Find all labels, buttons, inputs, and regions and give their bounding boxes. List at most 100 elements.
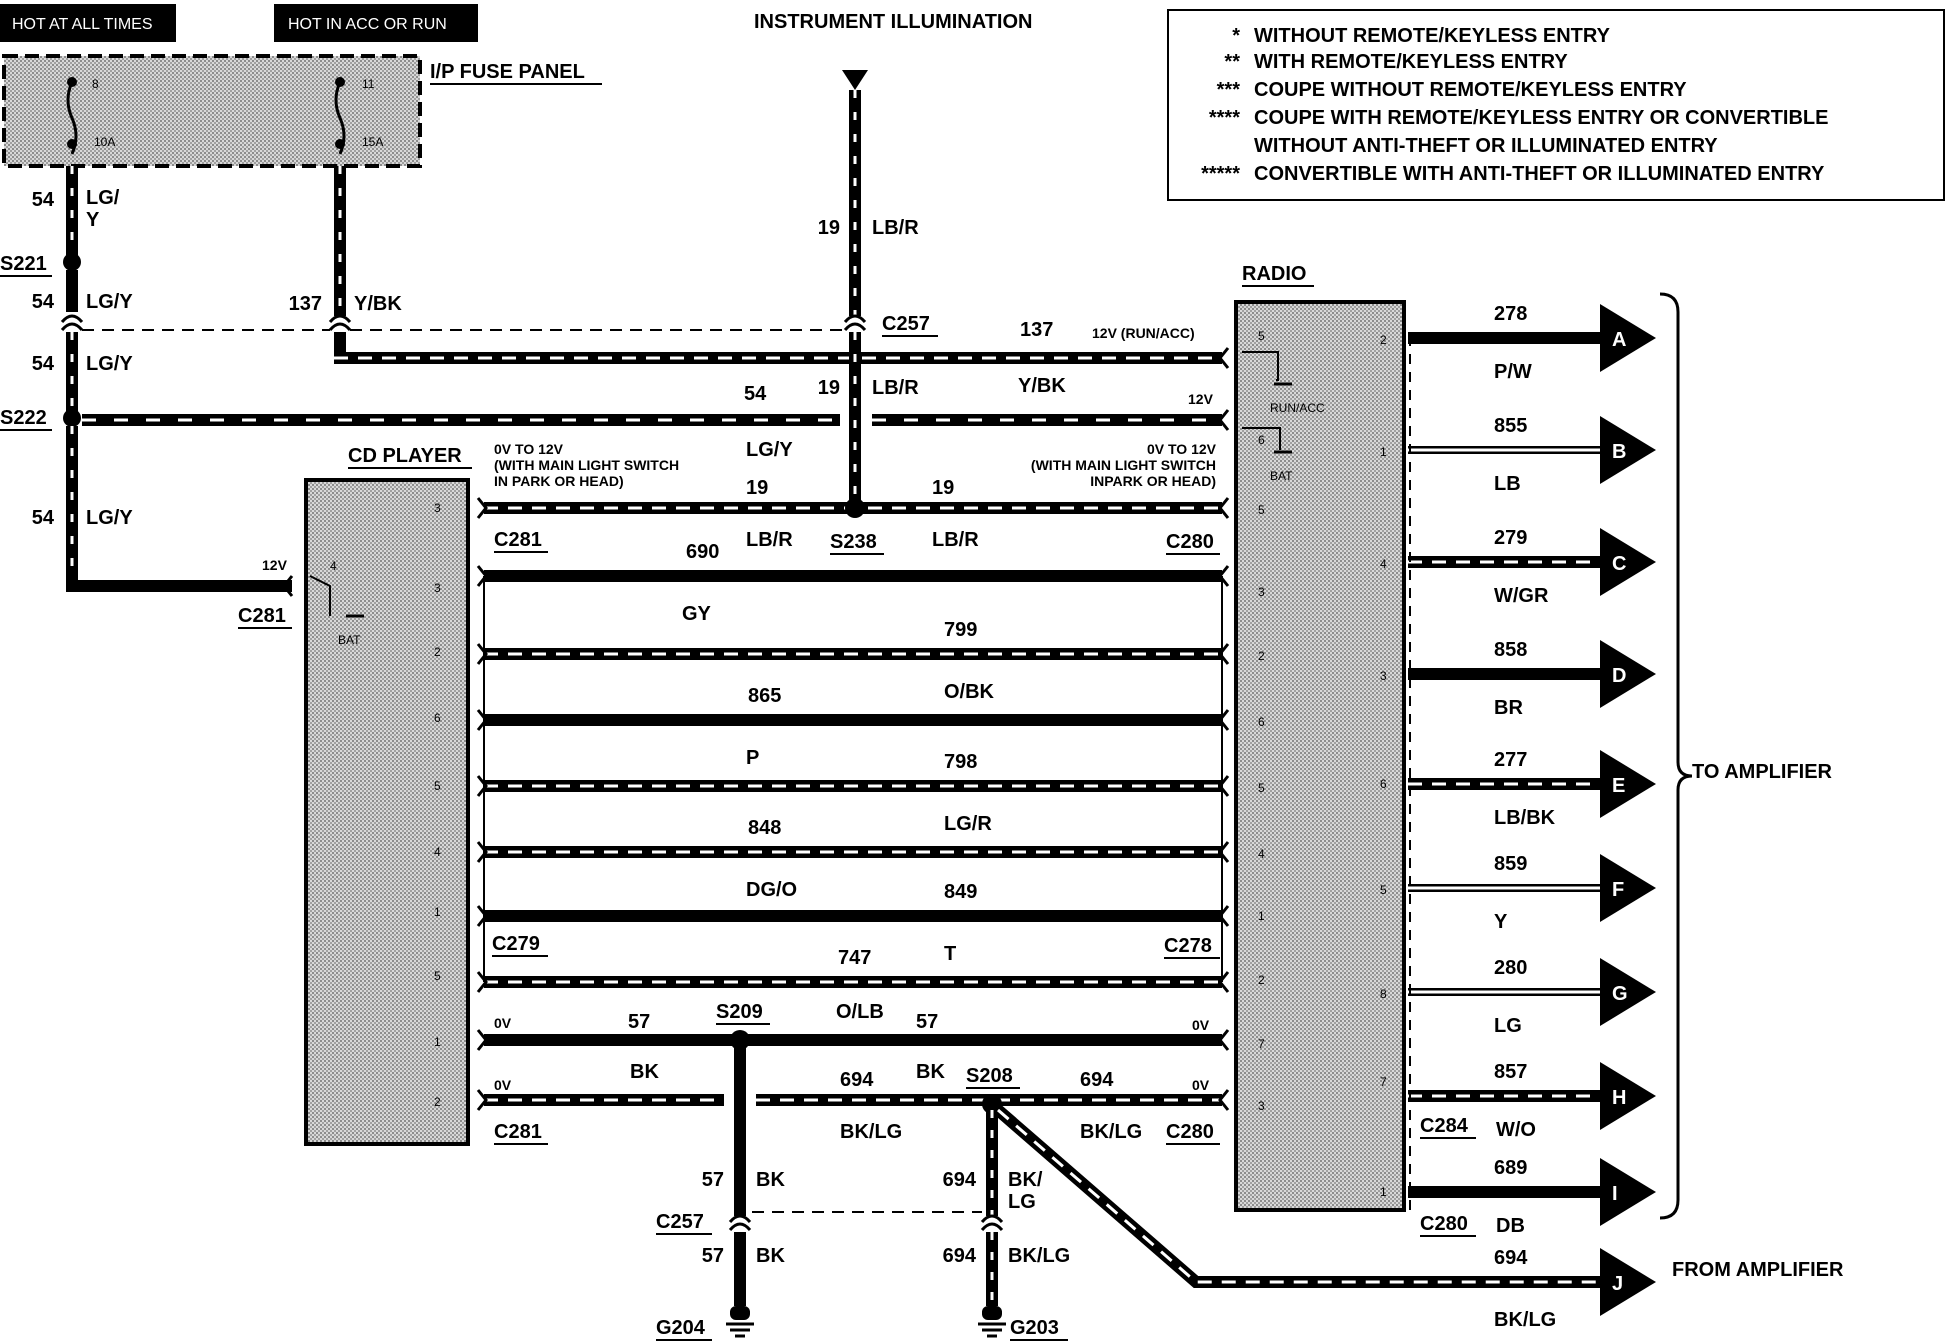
ground-g203: G203 xyxy=(1010,1317,1059,1339)
output-color: LB xyxy=(1494,473,1521,495)
output-letter: E xyxy=(1612,775,1625,797)
cd-player-title: CD PLAYER xyxy=(348,445,462,467)
svg-text:19: 19 xyxy=(818,217,840,239)
svg-text:3: 3 xyxy=(1380,669,1387,683)
harness-circuit-label: 849 xyxy=(944,881,977,903)
output-color: W/O xyxy=(1496,1119,1536,1141)
output-letter: G xyxy=(1612,983,1628,1005)
svg-text:(WITH MAIN LIGHT SWITCH: (WITH MAIN LIGHT SWITCH xyxy=(1031,457,1216,473)
svg-text:COUPE WITHOUT REMOTE/KEYLESS E: COUPE WITHOUT REMOTE/KEYLESS ENTRY xyxy=(1254,79,1687,101)
svg-text:8: 8 xyxy=(1380,987,1387,1001)
svg-text:LB/R: LB/R xyxy=(932,529,979,551)
svg-text:COUPE WITH REMOTE/KEYLESS ENTR: COUPE WITH REMOTE/KEYLESS ENTRY OR CONVE… xyxy=(1254,107,1829,129)
svg-text:19: 19 xyxy=(746,477,768,499)
output-arrow-icon xyxy=(1600,1158,1656,1226)
ip-fuse-panel: I/P FUSE PANEL 8 10A 11 15A xyxy=(2,54,602,168)
svg-text:CONVERTIBLE WITH ANTI-THEFT OR: CONVERTIBLE WITH ANTI-THEFT OR ILLUMINAT… xyxy=(1254,163,1825,185)
svg-text:WITH REMOTE/KEYLESS ENTRY: WITH REMOTE/KEYLESS ENTRY xyxy=(1254,51,1568,73)
svg-text:LB/R: LB/R xyxy=(872,377,919,399)
svg-text:*: * xyxy=(1232,25,1240,47)
output-circuit: 859 xyxy=(1494,853,1527,875)
svg-text:BK: BK xyxy=(756,1245,785,1267)
harness-circuit-label: 747 xyxy=(838,947,871,969)
fuse-11: 11 15A xyxy=(334,77,383,155)
svg-text:Y/BK: Y/BK xyxy=(354,293,402,315)
svg-text:Y/BK: Y/BK xyxy=(1018,375,1066,397)
output-circuit: 280 xyxy=(1494,957,1527,979)
svg-text:19: 19 xyxy=(818,377,840,399)
to-amplifier-label: TO AMPLIFIER xyxy=(1692,761,1833,783)
harness-color-label: O/LB xyxy=(836,1001,884,1023)
svg-text:0V TO 12V: 0V TO 12V xyxy=(494,441,564,457)
svg-text:3: 3 xyxy=(1258,585,1265,599)
output-circuit: 689 xyxy=(1494,1157,1527,1179)
svg-text:12V (RUN/ACC): 12V (RUN/ACC) xyxy=(1092,325,1195,341)
output-letter: A xyxy=(1612,329,1626,351)
svg-text:54: 54 xyxy=(32,507,55,529)
svg-text:WITHOUT REMOTE/KEYLESS ENTRY: WITHOUT REMOTE/KEYLESS ENTRY xyxy=(1254,25,1611,47)
svg-text:3: 3 xyxy=(1258,1099,1265,1113)
ground-g203-icon xyxy=(978,1306,1006,1338)
svg-text:7: 7 xyxy=(1380,1075,1387,1089)
svg-text:BK: BK xyxy=(630,1061,659,1083)
svg-text:12V: 12V xyxy=(1188,391,1214,407)
svg-text:57: 57 xyxy=(628,1011,650,1033)
ground-g204-icon xyxy=(726,1306,754,1338)
output-letter: F xyxy=(1612,879,1624,901)
svg-text:IN PARK OR HEAD): IN PARK OR HEAD) xyxy=(494,473,624,489)
svg-text:HOT IN ACC OR RUN: HOT IN ACC OR RUN xyxy=(288,16,447,33)
output-arrow-icon xyxy=(1600,958,1656,1026)
svg-text:2: 2 xyxy=(434,1095,441,1109)
harness-circuit-label: 798 xyxy=(944,751,977,773)
connector-c281-ground: C281 xyxy=(494,1121,542,1143)
output-color: BR xyxy=(1494,697,1523,719)
splice-s221: S221 xyxy=(0,253,47,275)
svg-text:BAT: BAT xyxy=(338,633,361,647)
svg-text:137: 137 xyxy=(289,293,322,315)
output-arrow-icon xyxy=(1600,1062,1656,1130)
connector-c280-ground: C280 xyxy=(1166,1121,1214,1143)
output-arrow-icon xyxy=(1600,304,1656,372)
connector-c280-illum: C280 xyxy=(1166,531,1214,553)
svg-text:6: 6 xyxy=(1258,433,1265,447)
svg-text:0V: 0V xyxy=(1192,1077,1210,1093)
instrument-illumination: INSTRUMENT ILLUMINATION xyxy=(754,11,1033,90)
ground-wires: 0V 0V 57 57 BK S209 0V 0V 694 BK 694 BK/… xyxy=(476,1001,1600,1341)
output-letter: D xyxy=(1612,665,1626,687)
circuit-54-wire: 54 LG/Y 12V xyxy=(82,383,1230,461)
svg-text:0V: 0V xyxy=(494,1077,512,1093)
svg-text:0V: 0V xyxy=(494,1015,512,1031)
output-letter: C xyxy=(1612,553,1626,575)
svg-text:2: 2 xyxy=(1380,333,1387,347)
connector-c279: C279 xyxy=(492,933,540,955)
ground-g204: G204 xyxy=(656,1317,706,1339)
svg-text:54: 54 xyxy=(32,189,55,211)
circuit-19-wire: 19 LB/R C257 19 LB/R xyxy=(818,90,938,508)
svg-text:1: 1 xyxy=(434,905,441,919)
output-letter: J xyxy=(1612,1273,1623,1295)
legend-box: * WITHOUT REMOTE/KEYLESS ENTRY ** WITH R… xyxy=(1167,9,1945,201)
svg-text:6: 6 xyxy=(1380,777,1387,791)
svg-text:LG/Y: LG/Y xyxy=(86,291,133,313)
output-circuit: 858 xyxy=(1494,639,1527,661)
svg-text:2: 2 xyxy=(1258,973,1265,987)
svg-text:(WITH MAIN LIGHT SWITCH: (WITH MAIN LIGHT SWITCH xyxy=(494,457,679,473)
svg-text:137: 137 xyxy=(1020,319,1053,341)
output-arrow-icon xyxy=(1600,640,1656,708)
svg-text:BK: BK xyxy=(756,1169,785,1191)
harness-circuit-label: 848 xyxy=(748,817,781,839)
svg-text:*****: ***** xyxy=(1201,163,1240,185)
output-circuit: 855 xyxy=(1494,415,1527,437)
svg-text:0V: 0V xyxy=(1192,1017,1210,1033)
svg-text:694: 694 xyxy=(943,1245,977,1267)
svg-text:4: 4 xyxy=(330,559,337,573)
svg-text:****: **** xyxy=(1209,107,1240,129)
svg-text:5: 5 xyxy=(434,779,441,793)
svg-text:4: 4 xyxy=(1380,557,1387,571)
